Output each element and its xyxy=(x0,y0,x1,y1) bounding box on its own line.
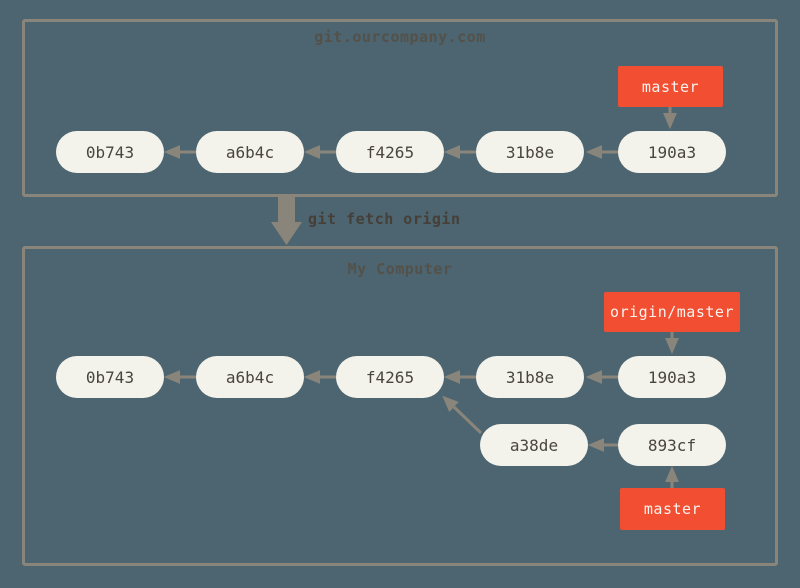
local-commit-a6b4c: a6b4c xyxy=(196,356,304,398)
local-commit-31b8e: 31b8e xyxy=(476,356,584,398)
local-commit-893cf: 893cf xyxy=(618,424,726,466)
remote-repo-title: git.ourcompany.com xyxy=(314,28,486,46)
fetch-command-label: git fetch origin xyxy=(308,210,461,228)
local-commit-0b743: 0b743 xyxy=(56,356,164,398)
origin-master-branch-tag: origin/master xyxy=(604,292,740,332)
local-repo-box xyxy=(22,246,778,566)
fetch-direction-arrow-icon xyxy=(271,197,302,245)
remote-master-branch-tag: master xyxy=(618,66,723,107)
remote-commit-31b8e: 31b8e xyxy=(476,131,584,173)
remote-commit-f4265: f4265 xyxy=(336,131,444,173)
remote-commit-190a3: 190a3 xyxy=(618,131,726,173)
remote-commit-a6b4c: a6b4c xyxy=(196,131,304,173)
local-master-branch-tag: master xyxy=(620,488,725,530)
local-commit-190a3: 190a3 xyxy=(618,356,726,398)
local-commit-a38de: a38de xyxy=(480,424,588,466)
local-commit-f4265: f4265 xyxy=(336,356,444,398)
remote-repo-box xyxy=(22,19,778,197)
remote-commit-0b743: 0b743 xyxy=(56,131,164,173)
local-repo-title: My Computer xyxy=(347,260,453,278)
